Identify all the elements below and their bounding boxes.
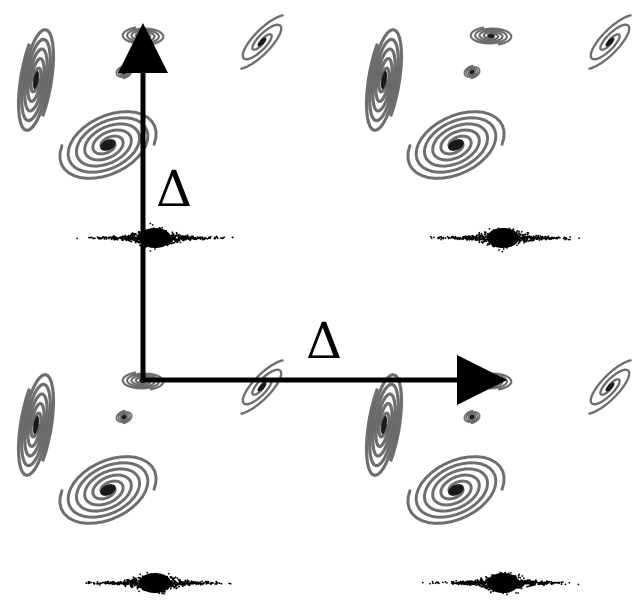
horizontal-delta-label: Δ — [306, 312, 342, 370]
galaxy-tile-4 — [360, 356, 633, 596]
spiral-galaxy-icon — [579, 356, 633, 419]
galaxy-tile-3 — [12, 356, 294, 595]
spiral-galaxy-icon — [360, 372, 408, 478]
vertical-delta-label: Δ — [156, 160, 192, 218]
spiral-galaxy-icon — [231, 11, 294, 74]
spiral-galaxy-icon — [579, 11, 633, 74]
spiral-galaxy-icon — [115, 409, 134, 425]
edge-on-galaxy-icon — [85, 572, 231, 595]
spiral-galaxy-icon — [471, 27, 512, 44]
spiral-galaxy-icon — [360, 27, 408, 133]
spiral-galaxy-icon — [12, 372, 60, 478]
galaxy-tile-2 — [360, 11, 633, 253]
spiral-galaxy-icon — [12, 27, 60, 133]
spiral-galaxy-icon — [398, 98, 513, 192]
edge-on-galaxy-icon — [430, 228, 580, 253]
spiral-galaxy-icon — [231, 356, 294, 419]
spiral-galaxy-icon — [50, 443, 165, 537]
galaxy-tile-1 — [12, 11, 294, 252]
edge-on-galaxy-icon — [76, 223, 233, 252]
spiral-galaxy-icon — [463, 409, 482, 425]
edge-on-galaxy-icon — [422, 572, 579, 596]
galaxy-tiles — [12, 11, 633, 596]
spiral-galaxy-icon — [398, 443, 513, 537]
spiral-galaxy-icon — [50, 98, 165, 192]
spiral-galaxy-icon — [463, 64, 482, 80]
spiral-galaxy-icon — [115, 64, 134, 80]
